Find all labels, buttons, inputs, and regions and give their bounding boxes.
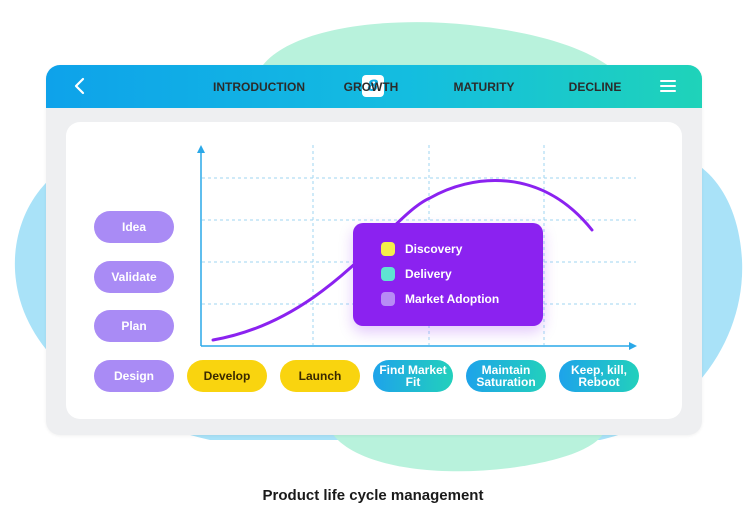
app-logo: 8 (362, 75, 384, 97)
figure-caption: Product life cycle management (262, 487, 484, 504)
stage-pill-idea[interactable]: Idea (94, 211, 174, 243)
phase-label-growth: GROWTH (343, 80, 399, 94)
legend-box: Discovery Delivery Market Adoption (353, 223, 543, 326)
titlebar: 8 (46, 65, 702, 108)
action-pill-find-market-fit[interactable]: Find Market Fit (373, 360, 453, 392)
legend-label: Discovery (405, 242, 463, 256)
legend-swatch-delivery (381, 267, 395, 281)
phase-label-maturity: MATURITY (453, 80, 515, 94)
y-axis-arrow (197, 145, 205, 153)
action-pill-launch[interactable]: Launch (280, 360, 360, 392)
chevron-left-icon[interactable] (70, 76, 90, 96)
legend-item-delivery: Delivery (381, 266, 452, 282)
legend-swatch-market-adoption (381, 292, 395, 306)
stage-pill-plan[interactable]: Plan (94, 310, 174, 342)
legend-label: Market Adoption (405, 292, 500, 306)
legend-item-discovery: Discovery (381, 241, 462, 257)
x-axis-arrow (629, 342, 637, 350)
hamburger-menu-icon[interactable] (660, 78, 676, 94)
phase-label-introduction: INTRODUCTION (213, 80, 305, 94)
lifecycle-curve (211, 179, 594, 342)
green-blob-bottom (330, 430, 605, 472)
stage-pill-design[interactable]: Design (94, 360, 174, 392)
legend-swatch-discovery (381, 242, 395, 256)
phase-label-decline: DECLINE (568, 80, 622, 94)
action-pill-maintain-saturation[interactable]: Maintain Saturation (466, 360, 546, 392)
stage-pill-validate[interactable]: Validate (94, 261, 174, 293)
action-pill-keep-kill-reboot[interactable]: Keep, kill, Reboot (559, 360, 639, 392)
action-pill-develop[interactable]: Develop (187, 360, 267, 392)
legend-label: Delivery (405, 267, 452, 281)
legend-item-market-adoption: Market Adoption (381, 291, 499, 307)
